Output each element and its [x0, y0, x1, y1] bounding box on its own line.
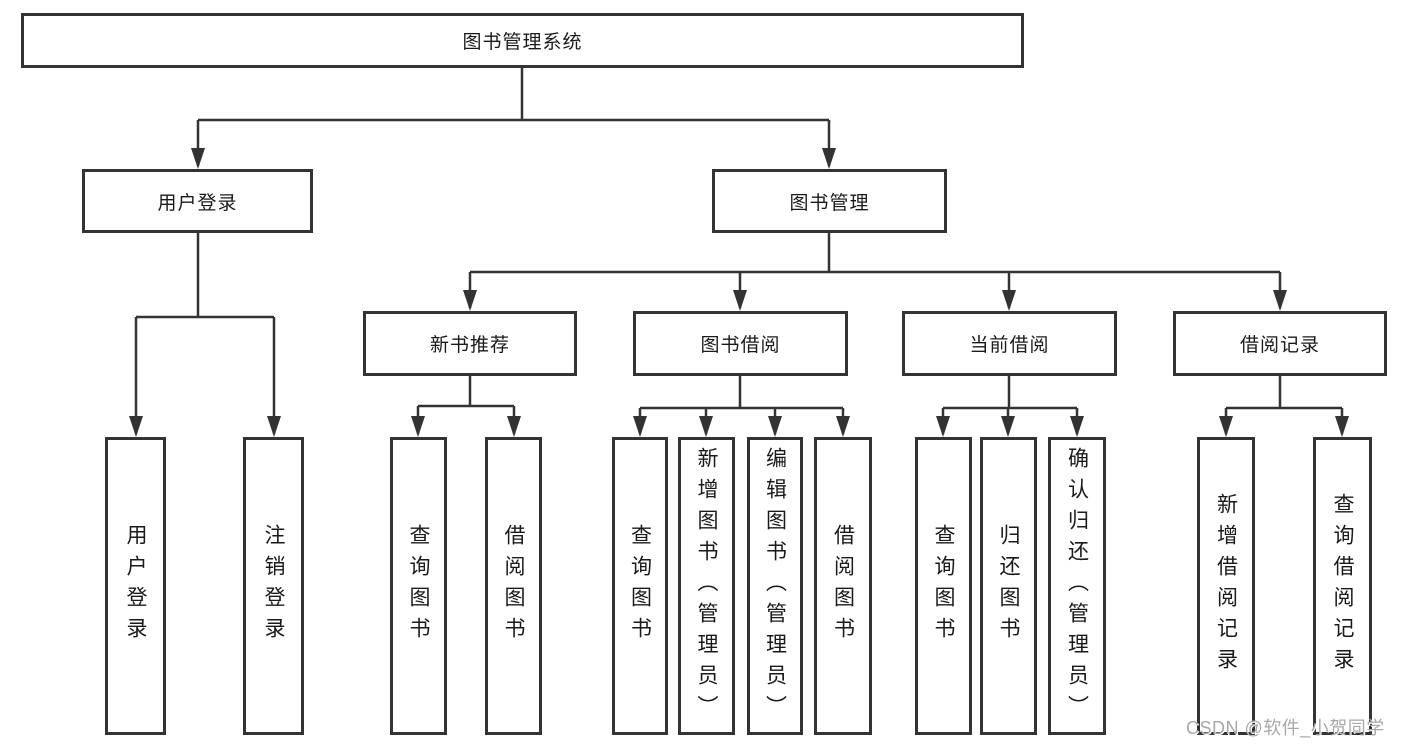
- node-label: 借阅记录: [1239, 335, 1320, 356]
- node-label: 借阅图书: [831, 524, 855, 648]
- node-add-book-admin: 新增图书（管理员）: [678, 437, 735, 735]
- node-label: 确认归还（管理员）: [1065, 446, 1089, 726]
- node-label: 图书管理: [789, 192, 870, 214]
- node-new-book-recommend: 新书推荐: [363, 311, 577, 376]
- node-label: 图书借阅: [700, 335, 781, 356]
- node-label: 查询图书: [407, 524, 430, 648]
- node-book-borrow: 图书借阅: [633, 311, 848, 376]
- node-query-borrow-record: 查询借阅记录: [1313, 437, 1372, 735]
- node-query-book-current: 查询图书: [915, 437, 972, 735]
- node-root: 图书管理系统: [21, 13, 1024, 68]
- node-label: 注销登录: [262, 524, 285, 648]
- node-borrow-book-recommend: 借阅图书: [485, 437, 542, 735]
- node-label: 查询图书: [628, 524, 652, 648]
- node-query-book-borrow: 查询图书: [612, 437, 668, 735]
- node-user-login-leaf: 用户登录: [105, 437, 166, 735]
- node-user-login: 用户登录: [82, 169, 313, 233]
- node-confirm-return-admin: 确认归还（管理员）: [1048, 437, 1106, 735]
- node-label: 图书管理系统: [462, 32, 583, 53]
- node-borrow-book-leaf: 借阅图书: [814, 437, 872, 735]
- node-label: 查询借阅记录: [1331, 493, 1354, 679]
- node-label: 用户登录: [124, 524, 147, 648]
- node-label: 编辑图书（管理员）: [763, 446, 787, 726]
- node-label: 新增借阅记录: [1214, 493, 1238, 679]
- node-logout-leaf: 注销登录: [243, 437, 304, 735]
- node-label: 新书推荐: [429, 335, 510, 356]
- node-label: 当前借阅: [969, 335, 1050, 356]
- node-query-book-recommend: 查询图书: [390, 437, 447, 735]
- node-label: 借阅图书: [502, 524, 525, 648]
- watermark: CSDN @软件_小贺同学: [1186, 718, 1385, 738]
- node-borrow-record: 借阅记录: [1173, 311, 1387, 376]
- node-add-borrow-record: 新增借阅记录: [1197, 437, 1255, 735]
- node-label: 用户登录: [157, 192, 238, 214]
- node-current-borrow: 当前借阅: [902, 311, 1117, 376]
- node-label: 查询图书: [932, 524, 955, 648]
- node-return-book: 归还图书: [980, 437, 1037, 735]
- node-label: 新增图书（管理员）: [695, 446, 718, 726]
- node-label: 归还图书: [997, 524, 1020, 648]
- node-book-management: 图书管理: [712, 169, 947, 233]
- node-edit-book-admin: 编辑图书（管理员）: [747, 437, 803, 735]
